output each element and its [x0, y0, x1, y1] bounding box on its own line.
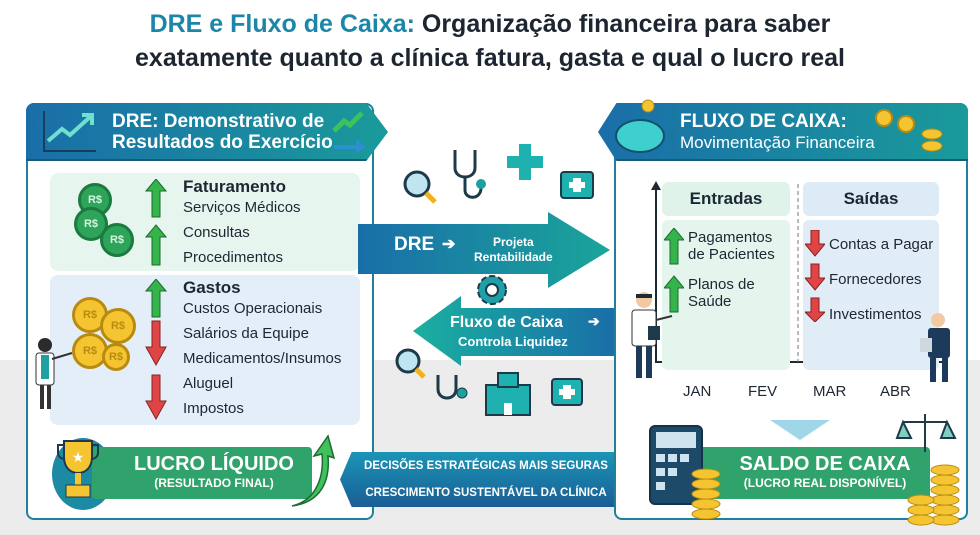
doctor-man-icon	[631, 292, 673, 378]
banner-line1: DECISÕES ESTRATÉGICAS MAIS SEGURAS	[364, 460, 608, 472]
dre-arrow-text-line2: Rentabilidade	[474, 250, 553, 264]
dre-header-line2: Resultados do Exercício	[112, 132, 333, 153]
month-label: ABR	[880, 383, 911, 400]
entradas-column	[662, 220, 790, 370]
coins-icon	[875, 109, 943, 152]
page-title-line2: exatamente quanto a clínica fatura, gast…	[135, 44, 845, 72]
up-arrows-icon	[664, 228, 684, 313]
green-arrow-icon	[332, 111, 366, 153]
fluxo-arrow-shape	[413, 296, 615, 366]
month-label: JAN	[683, 383, 712, 400]
dre-header-line1: DRE: Demonstrativo de	[112, 111, 325, 132]
page-title-line1: DRE e Fluxo de Caixa: Organização financ…	[0, 10, 980, 39]
medical-cross-icon	[507, 144, 543, 180]
title-highlight: DRE e Fluxo de Caixa:	[149, 10, 415, 38]
doctor-woman-icon	[35, 338, 73, 409]
piggy-bank-icon	[615, 99, 665, 153]
fluxo-header-line1: FLUXO DE CAIXA:	[680, 111, 847, 132]
fluxo-header-line2: Movimentação Financeira	[680, 133, 875, 152]
stethoscope-icon	[453, 150, 486, 199]
saidas-item: Contas a Pagar	[829, 236, 934, 253]
gastos-title: Gastos	[183, 278, 241, 297]
faturamento-item: Serviços Médicos	[178, 197, 356, 219]
faturamento-title: Faturamento	[183, 177, 286, 196]
trophy-icon: ★	[57, 440, 99, 498]
lucro-band: LUCRO LÍQUIDO (RESULTADO FINAL)	[92, 447, 312, 499]
title-rest: Organização financeira para saber	[414, 10, 831, 38]
growth-chart-icon	[43, 111, 96, 152]
saldo-title: SALDO DE CAIXA	[739, 453, 911, 475]
svg-text:★: ★	[72, 449, 85, 465]
down-chevron-icon	[770, 420, 830, 440]
coin-icon: R$	[72, 297, 108, 333]
coin-icon: R$	[102, 343, 130, 371]
gastos-item: Salários da Equipe	[178, 323, 356, 345]
gastos-item: Medicamentos/Insumos	[178, 348, 356, 370]
arrow-right-icon: ➔	[588, 313, 600, 329]
dre-arrow-text-line1: Projeta	[493, 235, 534, 249]
faturamento-item: Procedimentos	[178, 247, 356, 269]
month-label: MAR	[813, 383, 847, 400]
down-arrows-icon	[805, 230, 825, 322]
saidas-column	[803, 220, 939, 370]
first-aid-kit-icon	[560, 171, 594, 199]
up-arrows-icon	[145, 179, 167, 266]
strategy-banner	[340, 452, 632, 507]
stethoscope-icon	[436, 375, 468, 400]
dre-arrow-label: DRE	[394, 234, 435, 255]
coin-icon: R$	[100, 223, 134, 257]
magnifier-icon	[395, 348, 426, 379]
banner-line2: CRESCIMENTO SUSTENTÁVEL DA CLÍNICA	[365, 487, 607, 499]
gastos-item: Custos Operacionais	[178, 298, 356, 320]
businessman-icon	[920, 313, 950, 382]
hospital-icon	[485, 372, 531, 416]
medical-icons-bottom	[395, 348, 583, 416]
lucro-subtitle: (RESULTADO FINAL)	[154, 476, 274, 490]
entradas-item: Pagamentos de Pacientes	[688, 229, 775, 263]
coin-icon: R$	[100, 308, 136, 344]
fluxo-arrow-label: Fluxo de Caixa	[450, 314, 563, 331]
fluxo-arrow-text: Controla Liquidez	[458, 334, 568, 349]
gastos-item: Aluguel	[178, 373, 356, 395]
gear-icon	[477, 275, 507, 305]
month-label: FEV	[748, 383, 778, 400]
saldo-band: SALDO DE CAIXA (LUCRO REAL DISPONÍVEL)	[690, 447, 930, 499]
saidas-item: Investimentos	[829, 306, 922, 323]
gastos-item: Impostos	[178, 398, 356, 420]
gastos-arrows-icon	[145, 279, 167, 421]
calculator-icon	[649, 425, 721, 520]
faturamento-item: Consultas	[178, 222, 356, 244]
saidas-item: Fornecedores	[829, 271, 922, 288]
magnifier-icon	[403, 170, 437, 204]
entradas-item: Planos de Saúde	[688, 276, 755, 310]
first-aid-kit-icon	[551, 378, 583, 406]
lucro-title: LUCRO LÍQUIDO	[134, 453, 294, 475]
dre-arrow-shape	[358, 212, 610, 288]
green-growth-arrow-icon	[291, 434, 336, 507]
saidas-header: Saídas	[803, 182, 939, 216]
saldo-subtitle: (LUCRO REAL DISPONÍVEL)	[743, 476, 907, 490]
medical-icons-top	[403, 144, 594, 204]
arrow-right-icon: ➔	[442, 236, 456, 253]
coin-icon: R$	[74, 207, 108, 241]
entradas-header: Entradas	[662, 182, 790, 216]
scale-and-coins-icon	[895, 414, 960, 526]
